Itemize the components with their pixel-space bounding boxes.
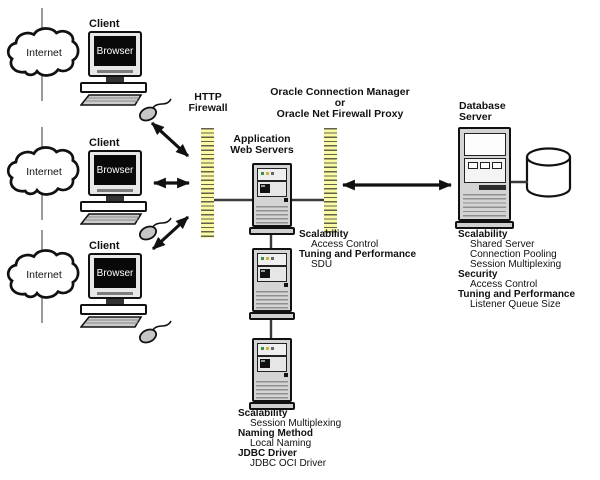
client-monitor-icon: Browser: [88, 253, 142, 299]
client-unit-1: Internet Client Browser: [0, 8, 195, 124]
browser-screen: Browser: [94, 36, 136, 66]
oracle-net-firewall-icon: [324, 128, 337, 233]
client-monitor-icon: Browser: [88, 31, 142, 77]
internet-cloud-icon: Internet: [5, 24, 83, 81]
cloud-shape: [6, 146, 80, 196]
monitor-stand: [106, 196, 124, 201]
client-unit-3: Internet Client Browser: [0, 230, 195, 346]
client-label: Client: [89, 18, 120, 30]
internet-label: Internet: [26, 46, 62, 59]
client-label: Client: [89, 137, 120, 149]
database-server-icon: [455, 127, 514, 229]
internet-cloud-icon: Internet: [5, 143, 83, 200]
internet-cloud-icon: Internet: [5, 246, 83, 303]
cloud-shape: [6, 27, 80, 77]
browser-screen: Browser: [94, 155, 136, 185]
client-label: Client: [89, 240, 120, 252]
client-unit-2: Internet Client Browser: [0, 127, 195, 243]
system-unit-icon: [80, 304, 147, 315]
monitor-stand: [106, 77, 124, 82]
app-tier-annotations: Scalability Session Multiplexing Naming …: [238, 408, 342, 469]
monitor-stand: [106, 299, 124, 304]
database-server-label: Database Server: [459, 100, 506, 123]
browser-screen: Browser: [94, 258, 136, 288]
database-tier-annotations: Scalability Shared Server Connection Poo…: [458, 229, 576, 310]
http-firewall-label: HTTP Firewall: [188, 91, 228, 114]
app-server-icon-3: [249, 338, 295, 410]
connection-manager-label: Oracle Connection Manager or Oracle Net …: [270, 86, 410, 120]
keyboard-mouse-icon: [80, 94, 172, 122]
system-unit-icon: [80, 82, 147, 93]
web-tier-annotations: Scalability Access Control Tuning and Pe…: [299, 229, 417, 270]
internet-label: Internet: [26, 268, 62, 281]
http-firewall-icon: [201, 128, 214, 238]
app-server-icon-2: [249, 248, 295, 320]
internet-label: Internet: [26, 165, 62, 178]
database-cylinder-icon: [525, 147, 572, 198]
app-servers-label: Application Web Servers: [230, 133, 294, 156]
keyboard-mouse-icon: [80, 316, 172, 344]
cloud-shape: [6, 249, 80, 299]
system-unit-icon: [80, 201, 147, 212]
app-server-icon-1: [249, 163, 295, 235]
client-monitor-icon: Browser: [88, 150, 142, 196]
